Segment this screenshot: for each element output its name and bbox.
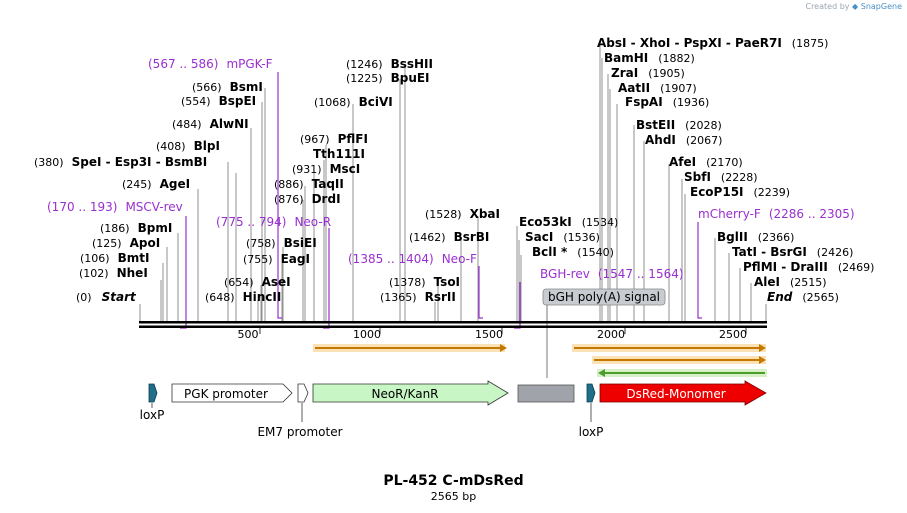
enzyme-label: (1378)TsoI	[389, 275, 460, 289]
primer-label: (775 .. 794)Neo-R	[216, 215, 331, 229]
svg-text:1000: 1000	[353, 328, 381, 341]
enzyme-label: (648)HincII	[205, 290, 281, 304]
primer-labels: (567 .. 586)mPGK-F (170 .. 193)MSCV-rev …	[47, 57, 855, 281]
enzyme-label: FspAI(1936)	[625, 95, 709, 109]
enzyme-label: SacI(1536)	[525, 230, 600, 244]
neor-kanr-feature: NeoR/KanR	[312, 380, 509, 406]
dsred-monomer-feature: DsRed-Monomer	[599, 380, 767, 406]
enzyme-label: (755)EagI	[243, 252, 310, 266]
snapgene-logo-icon: ◆	[852, 2, 859, 11]
primer-label: (170 .. 193)MSCV-rev	[47, 200, 183, 214]
enzyme-label: (380)SpeI - Esp3I - BsmBI	[34, 155, 207, 169]
enzyme-label: (931)MscI	[292, 162, 360, 176]
primer-label: mCherry-F(2286 .. 2305)	[698, 207, 855, 221]
enzyme-label: (758)BsiEI	[246, 236, 317, 250]
enzyme-label: EcoP15I(2239)	[690, 185, 790, 199]
em7-promoter-feature: EM7 promoter	[257, 383, 343, 439]
enzyme-labels-left: (380)SpeI - Esp3I - BsmBI (245)AgeI (186…	[34, 57, 500, 304]
enzyme-label: (886)TaqII	[274, 177, 344, 191]
svg-text:EM7 promoter: EM7 promoter	[257, 425, 342, 439]
start-marker: (0)Start	[76, 290, 137, 304]
enzyme-label: (1462)BsrBI	[409, 230, 489, 244]
enzyme-label: BglII(2366)	[717, 230, 794, 244]
enzyme-label: (186)BpmI	[100, 221, 172, 235]
enzyme-label: AleI(2515)	[754, 275, 827, 289]
orf-dsred-2	[592, 356, 766, 364]
enzyme-label: (967)PflFI	[300, 132, 368, 146]
enzyme-label: (1528)XbaI	[425, 207, 500, 221]
primer-label: BGH-rev(1547 .. 1564)	[540, 267, 684, 281]
enzyme-label: (554)BspEI	[181, 94, 256, 108]
enzyme-label: Eco53kI(1534)	[519, 215, 618, 229]
features-track: loxP PGK promoter EM7 promoter NeoR/KanR…	[140, 380, 767, 439]
enzyme-label: (408)BlpI	[156, 139, 220, 153]
enzyme-label: (1246)BssHII	[346, 57, 433, 71]
credit-prefix: Created by	[805, 2, 850, 11]
enzyme-label: ZraI(1905)	[611, 66, 685, 80]
loxp-feature-left: loxP	[140, 383, 165, 422]
svg-text:PGK promoter: PGK promoter	[184, 387, 268, 401]
enzyme-label: (245)AgeI	[122, 177, 190, 191]
enzyme-label: BstEII(2028)	[636, 118, 722, 132]
plasmid-title: PL-452 C-mDsRed	[383, 473, 524, 489]
enzyme-label: BamHI(1882)	[604, 51, 695, 65]
bgh-polya-feature	[517, 384, 575, 403]
svg-text:2000: 2000	[597, 328, 625, 341]
svg-text:DsRed-Monomer: DsRed-Monomer	[626, 387, 725, 401]
enzyme-label: BclI *(1540)	[532, 245, 614, 259]
enzyme-label: (102)NheI	[79, 266, 148, 280]
enzyme-label: (125)ApoI	[92, 236, 160, 250]
credit-brand: SnapGene	[860, 2, 902, 11]
enzyme-label: PflMI - DraIII(2469)	[743, 260, 874, 274]
enzyme-label: (654)AseI	[224, 275, 291, 289]
plasmid-linear-map: (380)SpeI - Esp3I - BsmBI (245)AgeI (186…	[34, 36, 874, 439]
svg-text:loxP: loxP	[140, 408, 165, 422]
svg-text:bGH poly(A) signal: bGH poly(A) signal	[548, 290, 660, 304]
svg-text:NeoR/KanR: NeoR/KanR	[371, 387, 438, 401]
svg-text:2500: 2500	[719, 328, 747, 341]
orf-neo	[313, 344, 507, 352]
enzyme-label: AatII(1907)	[618, 81, 697, 95]
enzyme-label: TatI - BsrGI(2426)	[732, 245, 853, 259]
bgh-polya-label: bGH poly(A) signal	[542, 288, 666, 378]
svg-text:500: 500	[238, 328, 259, 341]
enzyme-label: (566)BsmI	[192, 80, 263, 94]
enzyme-label: (876)DrdI	[274, 192, 341, 206]
enzyme-label: (1225)BpuEI	[346, 71, 430, 85]
enzyme-label: Tth111I	[313, 147, 365, 161]
enzyme-label: (1365)RsrII	[380, 290, 456, 304]
end-marker: End(2565)	[767, 290, 839, 304]
svg-text:1500: 1500	[475, 328, 503, 341]
orf-reverse	[597, 369, 767, 377]
enzyme-label: AbsI - XhoI - PspXI - PaeR7I(1875)	[597, 36, 828, 50]
primer-label: (567 .. 586)mPGK-F	[148, 57, 273, 71]
dna-backbone	[139, 321, 767, 328]
enzyme-labels-right: AbsI - XhoI - PspXI - PaeR7I(1875) BamHI…	[519, 36, 874, 289]
scale-ticks	[259, 328, 747, 334]
svg-text:loxP: loxP	[579, 425, 604, 439]
plasmid-length: 2565 bp	[430, 490, 477, 503]
scale-tick-labels: 500 1000 1500 2000 2500	[238, 328, 748, 341]
enzyme-label: AhdI(2067)	[645, 133, 722, 147]
primer-label: (1385 .. 1404)Neo-F	[348, 252, 477, 266]
orf-arrows	[313, 344, 767, 377]
enzyme-label: SbfI(2228)	[684, 170, 758, 184]
enzyme-label: (484)AlwNI	[172, 117, 249, 131]
enzyme-label: (1068)BciVI	[314, 95, 393, 109]
orf-dsred-1	[572, 344, 766, 352]
snapgene-credit: Created by ◆ SnapGene	[805, 2, 902, 11]
pgk-promoter-feature: PGK promoter	[171, 383, 293, 403]
enzyme-label: AfeI(2170)	[669, 155, 743, 169]
enzyme-label: (106)BmtI	[80, 251, 149, 265]
loxp-feature-right: loxP	[579, 383, 604, 439]
